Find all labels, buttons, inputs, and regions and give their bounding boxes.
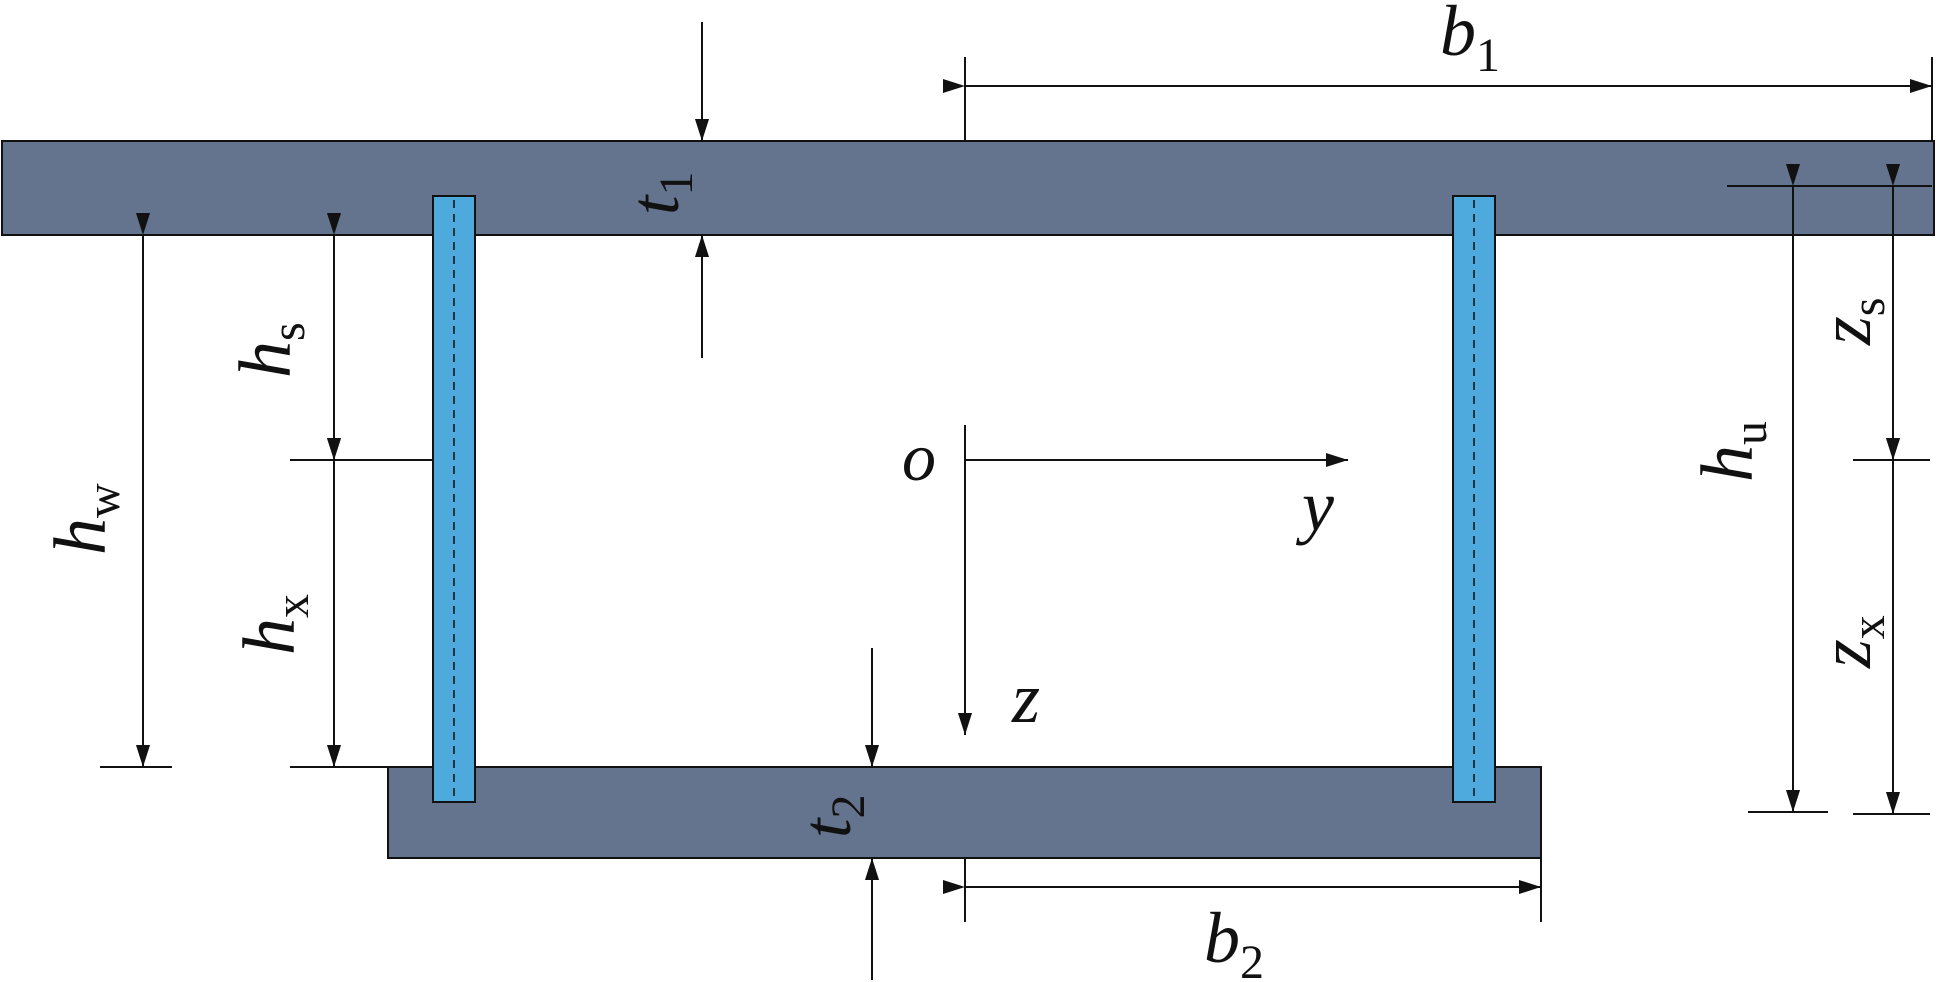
label-t1: t1: [617, 172, 703, 215]
label-zx: zx: [1805, 615, 1895, 669]
label-b2: b2: [1204, 898, 1264, 982]
label-origin: o: [902, 419, 936, 495]
label-t2: t2: [789, 795, 875, 838]
label-hx: hx: [229, 594, 319, 655]
label-b1: b1: [1440, 0, 1500, 82]
top-flange: [1, 140, 1935, 236]
label-hw: hw: [40, 483, 130, 555]
label-hs: hs: [225, 322, 315, 378]
label-z-axis: z: [1011, 658, 1040, 738]
label-y-axis: y: [1295, 466, 1334, 546]
label-hu: hu: [1687, 421, 1777, 482]
label-zs: zs: [1805, 298, 1895, 347]
bottom-flange: [387, 766, 1542, 859]
